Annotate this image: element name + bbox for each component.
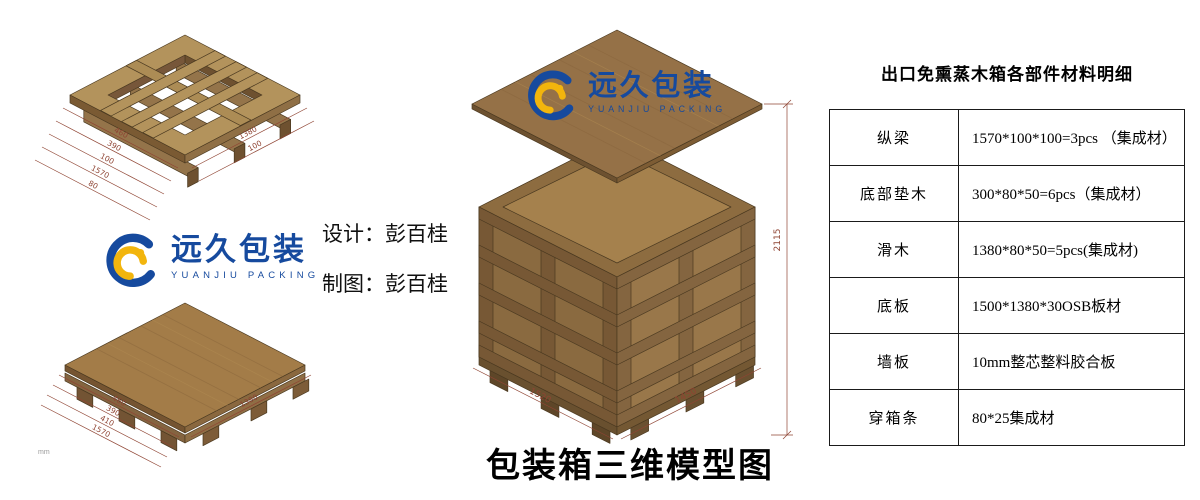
materials-panel: 出口免熏蒸木箱各部件材料明细 纵梁 1570*100*100=3pcs （集成材… — [828, 60, 1186, 446]
table-row: 底板 1500*1380*30OSB板材 — [829, 277, 1185, 334]
dim-label: 80 — [87, 179, 100, 192]
pallet-deck-drawing: 460 390 410 1570 1380 — [40, 302, 312, 468]
table-row: 穿箱条 80*25集成材 — [829, 389, 1185, 446]
logo-name-cn: 远久包装 — [588, 69, 715, 102]
logo-name-cn: 远久包装 — [171, 232, 307, 267]
dim-label: 100 — [246, 138, 263, 153]
main-title: 包装箱三维模型图 — [486, 447, 774, 485]
logo-name-en: YUANJIU PACKING — [588, 104, 727, 115]
credits-block: 设计：彭百桂 制图：彭百桂 — [322, 224, 448, 295]
part-name-cell: 底板 — [829, 277, 959, 334]
company-logo-lid: 远久包装 YUANJIU PACKING — [524, 69, 727, 126]
table-row: 滑木 1380*80*50=5pcs(集成材) — [829, 221, 1185, 278]
draft-credit: 制图：彭百桂 — [322, 273, 448, 296]
company-logo-left: 远久包装 YUANJIU PACKING — [102, 232, 320, 293]
pallet-frame-drawing: 460 390 100 1570 80 1380 100 — [34, 34, 315, 221]
crate-battens-left — [478, 206, 618, 428]
pallet-deck-board — [64, 302, 306, 434]
logo-swirl-icon — [528, 70, 574, 121]
part-name-cell: 穿箱条 — [829, 389, 959, 446]
spec-cell: 80*25集成材 — [958, 389, 1185, 446]
logo-swirl-icon — [106, 233, 155, 287]
spec-cell: 300*80*50=6pcs（集成材） — [958, 165, 1185, 222]
part-name-cell: 滑木 — [829, 221, 959, 278]
design-credit: 设计：彭百桂 — [322, 223, 448, 246]
part-name-cell: 纵梁 — [829, 109, 959, 166]
spec-cell: 1500*1380*30OSB板材 — [958, 277, 1185, 334]
crate-drawing: 2115 1520 1450 — [471, 29, 793, 444]
logo-name-en: YUANJIU PACKING — [171, 270, 320, 282]
spec-cell: 1380*80*50=5pcs(集成材) — [958, 221, 1185, 278]
part-name-cell: 墙板 — [829, 333, 959, 390]
part-name-cell: 底部垫木 — [829, 165, 959, 222]
spec-cell: 10mm整芯整料胶合板 — [958, 333, 1185, 390]
spec-cell: 1570*100*100=3pcs （集成材） — [958, 109, 1185, 166]
table-row: 墙板 10mm整芯整料胶合板 — [829, 333, 1185, 390]
table-row: 纵梁 1570*100*100=3pcs （集成材） — [829, 109, 1185, 166]
crate-lid — [471, 29, 763, 184]
crate-dimensions: 2115 1520 1450 — [472, 99, 793, 440]
dim-label-height: 2115 — [773, 229, 783, 252]
table-row: 底部垫木 300*80*50=6pcs（集成材） — [829, 165, 1185, 222]
dim-label: 100 — [99, 151, 116, 166]
materials-table: 纵梁 1570*100*100=3pcs （集成材） 底部垫木 300*80*5… — [829, 109, 1185, 446]
materials-table-title: 出口免熏蒸木箱各部件材料明细 — [881, 65, 1133, 84]
pallet-frame-top — [69, 34, 301, 164]
unit-note: mm — [38, 449, 50, 456]
